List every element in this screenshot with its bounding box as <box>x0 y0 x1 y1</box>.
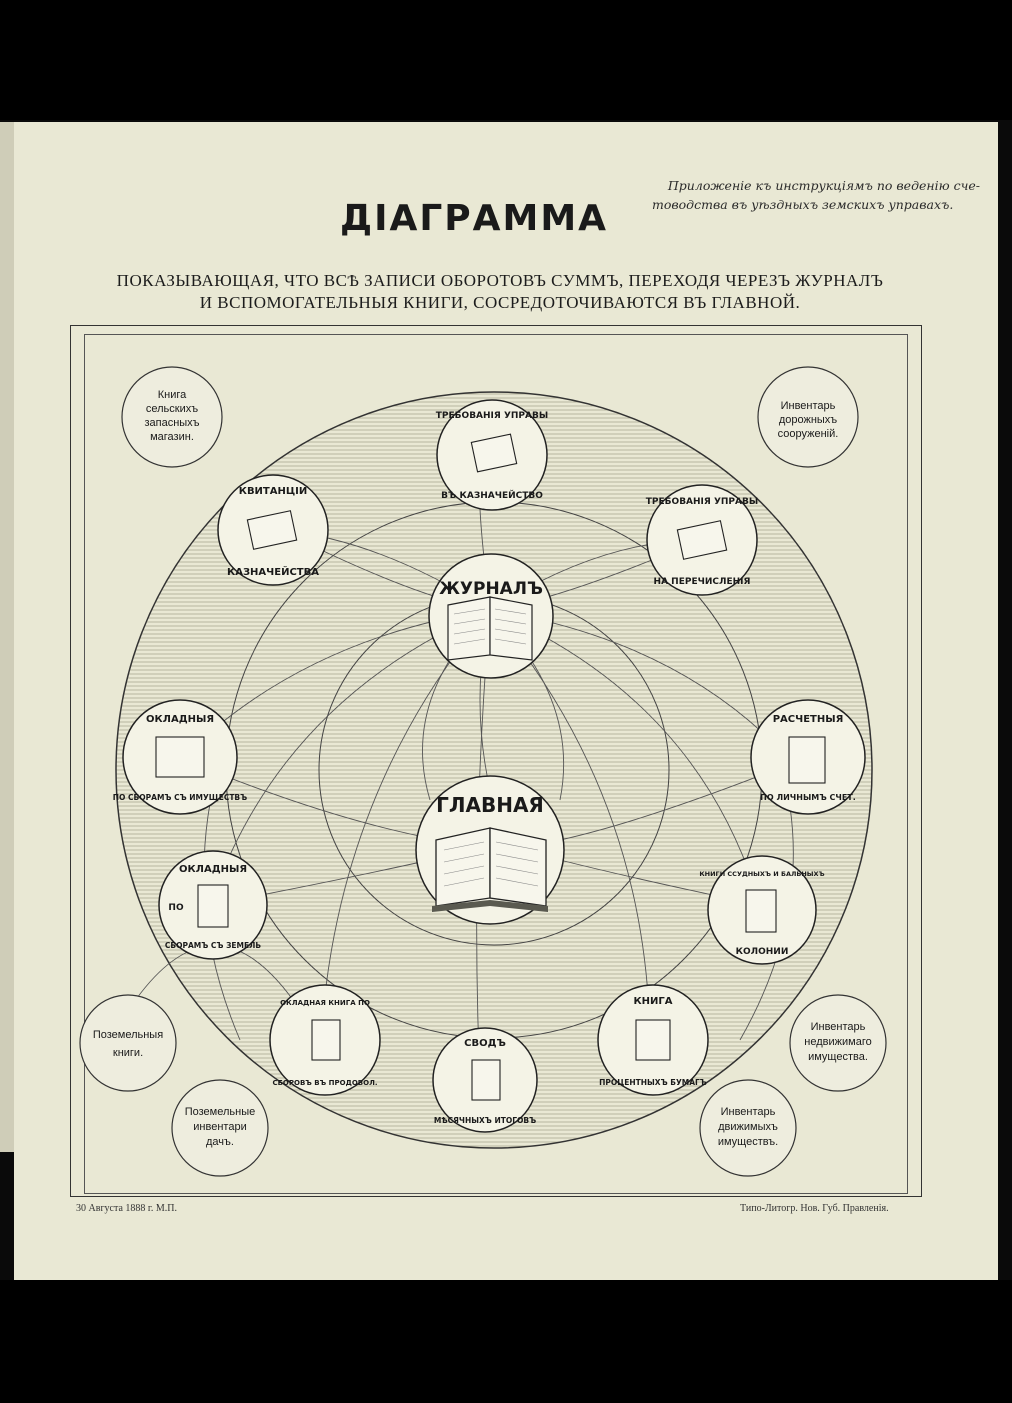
corner-tr-label-2: дорожныхъ <box>779 414 837 426</box>
open-book-icon <box>447 596 533 661</box>
node-svod-label-2: МѢСЯЧНЫХЪ ИТОГОВЪ <box>434 1116 536 1125</box>
corner-bl-label-3: дачъ. <box>206 1136 234 1148</box>
corner-bl-label-1: Поземельные <box>185 1106 256 1118</box>
node-raschet-label-1: РАСЧЕТНЫЯ <box>773 714 844 725</box>
diagram-inner-frame <box>84 334 908 1194</box>
corner-bl-circle <box>171 1079 269 1177</box>
page-title: ДIАГРАММА <box>340 198 609 239</box>
node-kvit-label-2: КАЗНАЧЕЙСТВА <box>227 565 319 578</box>
book-svod-icon <box>471 1059 501 1101</box>
node-center-label: ГЛАВНАЯ <box>436 793 544 817</box>
corner-tl-circle <box>121 366 223 468</box>
node-ssud-label-2: КОЛОНИИ <box>736 947 789 957</box>
book-treb-kazn-icon <box>470 433 518 473</box>
corner-br-label-2: движимыхъ <box>718 1121 778 1133</box>
node-okl-imush-label-2: ПО СБОРАМЪ СЪ ИМУЩЕСТВЪ <box>113 793 247 802</box>
diagram-frame <box>70 325 922 1197</box>
book-okl-prod-icon <box>311 1019 341 1061</box>
node-okl-prod-label-2: СБОРОВЪ ВЪ ПРОДОВОЛ. <box>272 1079 377 1087</box>
node-treb-kazn-label-2: ВЪ КАЗНАЧЕЙСТВО <box>441 489 543 501</box>
adjacent-page-edge <box>0 122 14 1152</box>
corner-ml-circle <box>79 994 177 1092</box>
footer-date: 30 Августа 1888 г. М.П. <box>76 1203 178 1214</box>
node-okl-imush-label-1: ОКЛАДНЫЯ <box>146 714 214 725</box>
corner-mr-label-1: Инвентарь <box>811 1021 866 1033</box>
book-proc-icon <box>635 1019 671 1061</box>
node-proc-label-1: КНИГА <box>633 996 672 1007</box>
book-treb-pere-icon <box>676 520 728 560</box>
corner-mr-label-2: недвижимаго <box>804 1036 871 1048</box>
node-ssud-label-1: КНИГИ ССУДНЫХЪ И БАЛЬНЫХЪ <box>699 870 824 878</box>
corner-br-label-3: имуществъ. <box>718 1136 778 1148</box>
book-ssud-icon <box>745 889 777 933</box>
corner-tl-label-3: запасныхъ <box>144 417 199 429</box>
node-treb-kazn-label-1: ТРЕБОВАНIЯ УПРАВЫ <box>436 411 548 421</box>
corner-tl-label-4: магазин. <box>150 431 194 443</box>
node-okl-prod-label-1: ОКЛАДНАЯ КНИГА ПО <box>280 999 370 1007</box>
corner-bl-label-2: инвентари <box>193 1121 246 1133</box>
node-kvit-label-1: КВИТАНЦIИ <box>239 486 307 497</box>
corner-tr-label-1: Инвентарь <box>781 400 836 412</box>
corner-tr-label-3: сооруженій. <box>778 428 839 440</box>
corner-br-circle <box>699 1079 797 1177</box>
page-subtitle: ПОКАЗЫВАЮЩАЯ, ЧТО ВСѢ ЗАПИСИ ОБОРОТОВЪ С… <box>60 270 940 314</box>
node-okl-zemel-label-1: ОКЛАДНЫЯ <box>179 864 247 875</box>
corner-tl-label-2: сельскихъ <box>146 403 198 415</box>
corner-br-label-1: Инвентарь <box>721 1106 776 1118</box>
node-okl-zemel-label-3: СБОРАМЪ СЪ ЗЕМЕЛЬ <box>165 941 261 950</box>
book-okl-imush-icon <box>155 736 205 778</box>
corner-tr-circle <box>757 366 859 468</box>
subtitle-line-1: ПОКАЗЫВАЮЩАЯ, ЧТО ВСѢ ЗАПИСИ ОБОРОТОВЪ С… <box>116 271 884 290</box>
corner-mr-label-3: имущества. <box>808 1051 868 1063</box>
node-okl-zemel-label-2: ПО <box>168 903 184 913</box>
node-proc-label-2: ПРОЦЕНТНЫХЪ БУМАГЪ <box>599 1078 707 1087</box>
node-journal-label: ЖУРНАЛЪ <box>439 579 543 599</box>
footer-printer: Типо-Литогр. Нов. Губ. Правленія. <box>740 1203 889 1214</box>
corner-mr-circle <box>789 994 887 1092</box>
note-line-2: товодства въ уѣздныхъ земскихъ управахъ. <box>652 197 954 212</box>
note-line-1: Приложенiе къ инструкцiямъ по веденiю сч… <box>667 178 980 193</box>
node-svod-label-1: СВОДЪ <box>464 1038 506 1049</box>
book-raschet-icon <box>788 736 826 784</box>
corner-tl-label-1: Книга <box>158 389 187 401</box>
subtitle-line-2: И ВСПОМОГАТЕЛЬНЫЯ КНИГИ, СОСРЕДОТОЧИВАЮТ… <box>199 293 801 312</box>
book-icons <box>155 433 826 1101</box>
node-raschet-label-2: ПО ЛИЧНЫМЪ СЧЕТ. <box>760 793 856 802</box>
open-book-main-icon <box>432 827 548 912</box>
corner-ml-label-2: книги. <box>113 1047 143 1059</box>
node-treb-pere-label-2: НА ПЕРЕЧИСЛЕНIЯ <box>654 577 751 587</box>
corner-ml-label-1: Поземельныя <box>93 1029 163 1041</box>
book-okl-zemel-icon <box>197 884 229 928</box>
node-circles <box>79 366 887 1177</box>
node-treb-pere-label-1: ТРЕБОВАНIЯ УПРАВЫ <box>646 497 758 507</box>
header-note: Приложенiе къ инструкцiямъ по веденiю сч… <box>640 176 980 214</box>
book-kvit-icon <box>246 510 298 550</box>
